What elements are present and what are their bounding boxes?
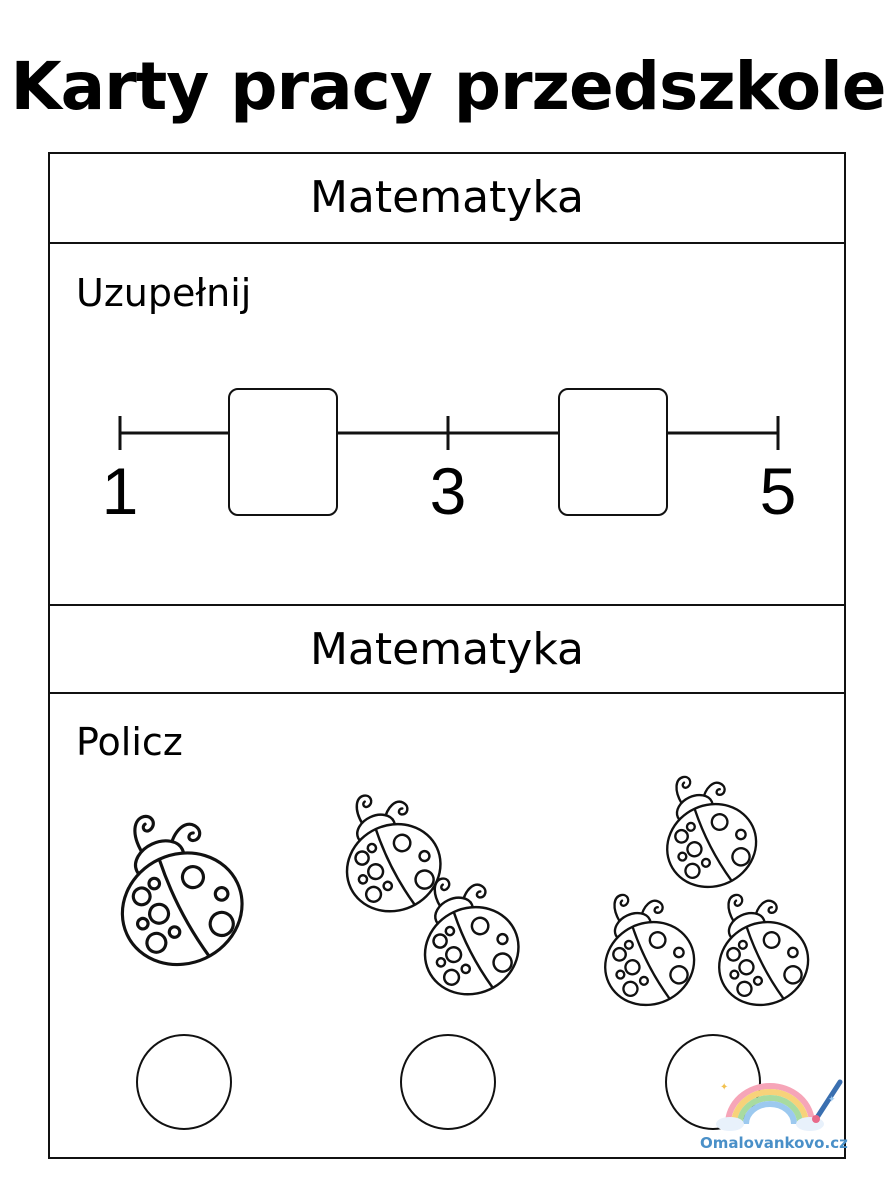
watermark-logo: ✦ ✦ Omalovankovo.cz xyxy=(700,1072,848,1152)
blank-box-2[interactable] xyxy=(558,388,668,516)
svg-text:✦: ✦ xyxy=(720,1082,728,1093)
answer-circle-2[interactable] xyxy=(400,1034,496,1130)
number-label-1: 1 xyxy=(101,454,139,528)
paintbrush-icon xyxy=(812,1079,843,1123)
blank-box-1[interactable] xyxy=(228,388,338,516)
section-heading-2: Matematyka xyxy=(309,624,585,675)
watermark-text: Omalovankovo.cz xyxy=(700,1134,848,1152)
section-heading-1: Matematyka xyxy=(309,172,585,223)
number-label-5: 5 xyxy=(759,454,797,528)
number-line xyxy=(118,416,780,450)
rainbow-logo-icon: ✦ ✦ xyxy=(716,1079,843,1131)
number-label-3: 3 xyxy=(429,454,467,528)
ladybug-group-3 xyxy=(590,757,823,1012)
task-label-count: Policz xyxy=(76,720,183,764)
worksheet-frame: Matematyka Uzupełnij 1 3 5 Matematyka Po… xyxy=(48,152,846,1159)
svg-text:✦: ✦ xyxy=(828,1095,836,1105)
ladybug-group-2 xyxy=(330,775,535,1009)
divider xyxy=(50,692,844,694)
divider xyxy=(50,604,844,606)
ladybug-group-1 xyxy=(90,794,263,984)
task-label-fill-in: Uzupełnij xyxy=(76,271,252,315)
divider xyxy=(50,242,844,244)
answer-circle-1[interactable] xyxy=(136,1034,232,1130)
ladybug-icon xyxy=(330,775,457,928)
ladybug-icon xyxy=(90,794,263,984)
page-title: Karty pracy przedszkole xyxy=(10,48,887,125)
ladybug-icon xyxy=(590,875,709,1012)
ladybug-icon xyxy=(690,875,823,1012)
ladybug-icon xyxy=(638,757,771,903)
